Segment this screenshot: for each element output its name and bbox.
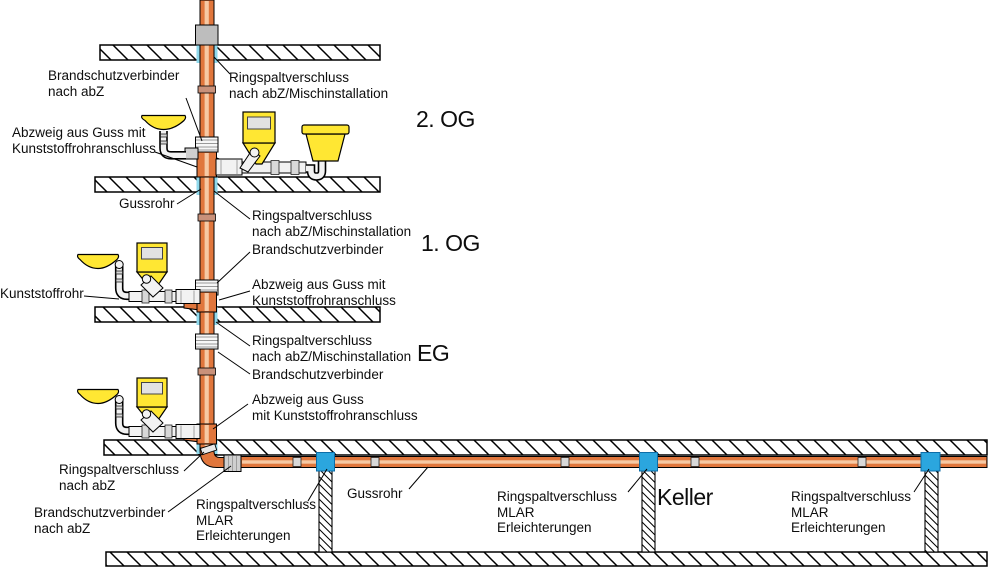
basement-gussrohr (223, 452, 988, 472)
label-brandschutz-og1: Brandschutzverbinder (252, 242, 384, 257)
gussrohr-stack (199, 0, 227, 468)
slab-basement-floor (105, 551, 988, 567)
pipe-sleeve-top (195, 24, 219, 46)
mlar-seal-3 (920, 452, 941, 472)
label-ringspalt-eg: Ringspaltverschluss nach abZ/Mischinstal… (252, 333, 412, 364)
mlar-seal-2 (639, 452, 658, 472)
elbow-joint-band (199, 443, 218, 456)
brandschutzverbinder-og2 (195, 136, 219, 153)
slab-above-og2 (99, 44, 381, 61)
label-ringspalt-og2: Ringspaltverschluss nach abZ/Mischinstal… (229, 70, 389, 101)
slab-og2-og1 (94, 176, 381, 193)
washbasin-og2 (141, 114, 187, 131)
fixtures-og1 (76, 242, 201, 304)
bucket-og2 (305, 133, 346, 162)
label-brandschutz-eg: Brandschutzverbinder (252, 367, 384, 382)
label-gussrohr-og1: Gussrohr (119, 196, 175, 211)
brandschutzverbinder-eg (195, 333, 219, 350)
slab-og1-eg (94, 306, 381, 323)
fixtures-eg (76, 377, 201, 439)
mlar-seal-1 (316, 452, 335, 472)
washbasin-og1 (76, 253, 120, 270)
label-brandschutz-keller: Brandschutzverbinder nach abZ (34, 505, 166, 536)
brandschutzverbinder-keller (223, 454, 242, 472)
label-kunststoffrohr: Kunststoffrohr (0, 286, 84, 301)
floor-label-og2: 2. OG (416, 106, 475, 132)
pipe-coupling (560, 457, 570, 467)
label-mlar-2: Ringspaltverschluss MLAR Erleichterungen (497, 489, 618, 535)
branch-sleeve-og2 (215, 158, 243, 176)
floor-label-og1: 1. OG (421, 230, 480, 256)
pipe-coupling (857, 457, 867, 467)
label-abzweig-eg: Abzweig aus Guss mit Kunststoffrohransch… (252, 392, 418, 423)
label-abzweig-og1: Abzweig aus Guss mit Kunststoffrohransch… (252, 277, 396, 308)
label-mlar-1: Ringspaltverschluss MLAR Erleichterungen (196, 497, 317, 543)
branch-sleeve-og1 (175, 289, 201, 304)
fixtures-og2 (141, 111, 350, 181)
leader-lines (83, 56, 930, 513)
basin-connector-og2 (184, 147, 199, 160)
pipe-coupling (292, 457, 302, 467)
branch-sleeve-eg (175, 424, 201, 439)
label-gussrohr-keller: Gussrohr (347, 486, 403, 501)
label-mlar-3: Ringspaltverschluss MLAR Erleichterungen (791, 489, 912, 535)
label-ringspalt-og1: Ringspaltverschluss nach abZ/Mischinstal… (252, 208, 412, 239)
stack-coupling-og2 (197, 85, 216, 94)
pipe-coupling (370, 457, 380, 467)
floor-label-eg: EG (417, 340, 450, 366)
label-ringspalt-keller: Ringspaltverschluss nach abZ (59, 462, 180, 493)
stack-coupling-og1 (197, 213, 216, 222)
floor-slabs (94, 44, 988, 567)
slab-basement-ceiling (103, 439, 988, 456)
stack-coupling-eg (197, 367, 216, 376)
floor-label-keller: Keller (657, 484, 713, 510)
pipe-coupling (690, 457, 700, 467)
label-brandschutz-og2: Brandschutzverbinder nach abZ (48, 68, 180, 99)
washbasin-eg (76, 388, 120, 405)
label-abzweig-og2: Abzweig aus Guss mit Kunststoffrohransch… (12, 125, 156, 156)
